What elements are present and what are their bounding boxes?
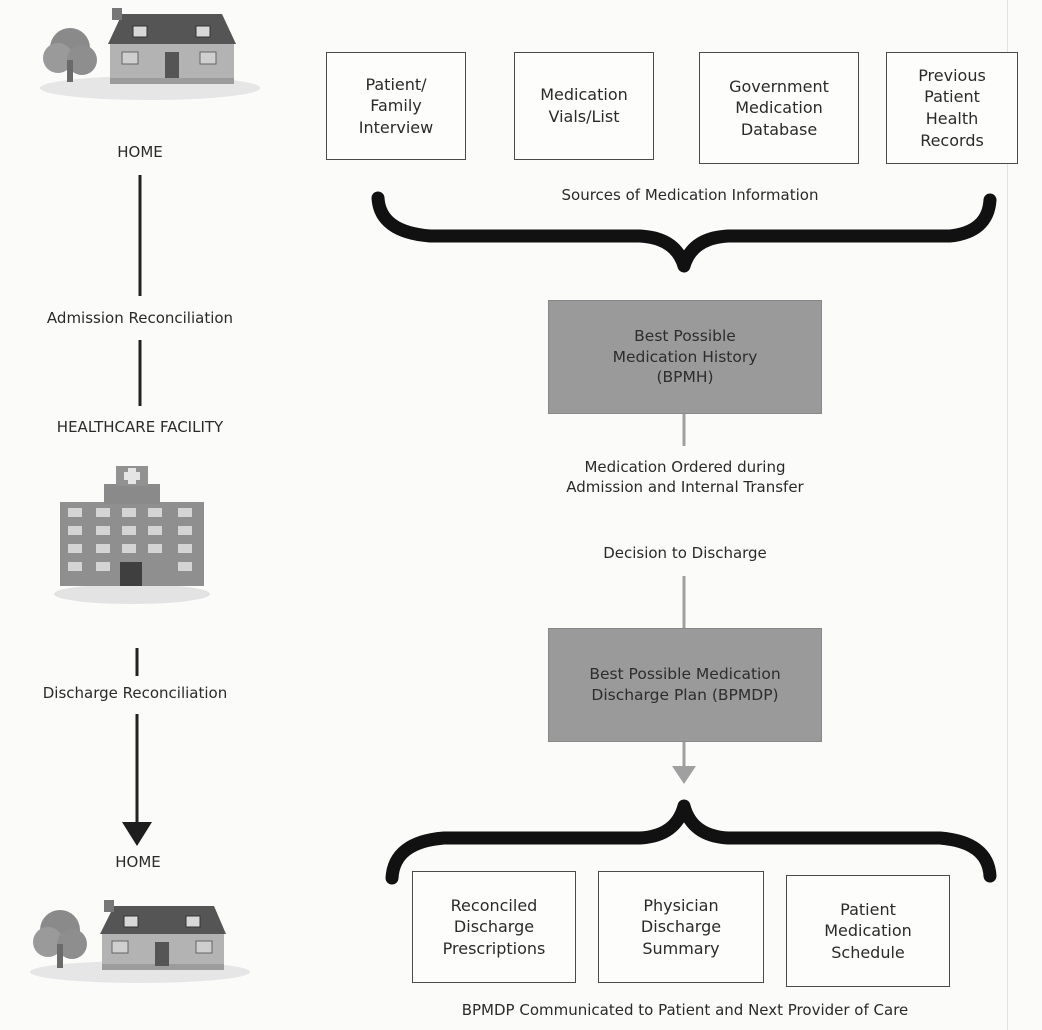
outputs-caption: BPMDP Communicated to Patient and Next P… [461,1001,909,1019]
discharge-reconciliation-label: Discharge Reconciliation [42,684,228,702]
sources-caption: Sources of Medication Information [561,186,819,204]
arrow-to-home [122,822,152,846]
source-box-health-records: Previous Patient Health Records [886,52,1018,164]
arrow-to-outputs [672,766,696,784]
output-box-prescriptions: Reconciled Discharge Prescriptions [412,871,576,983]
home-top-label: HOME [117,143,163,161]
output-box-medication-schedule: Patient Medication Schedule [786,875,950,987]
hospital-icon [54,466,210,604]
page-edge-line [1007,0,1008,1030]
medication-ordered-label: Medication Ordered during Admission and … [566,458,804,496]
output-box-physician-summary: Physician Discharge Summary [598,871,764,983]
home-top-icon [40,8,260,100]
bpmdp-box: Best Possible Medication Discharge Plan … [548,628,822,742]
bpmh-box: Best Possible Medication History (BPMH) [548,300,822,414]
outputs-brace [385,799,997,885]
home-bottom-label: HOME [115,853,161,871]
sources-brace [371,191,997,273]
healthcare-facility-label: HEALTHCARE FACILITY [56,418,224,436]
source-box-patient-interview: Patient/ Family Interview [326,52,466,160]
home-bottom-icon [30,900,250,983]
source-box-medication-vials: Medication Vials/List [514,52,654,160]
source-box-government-database: Government Medication Database [699,52,859,164]
admission-reconciliation-label: Admission Reconciliation [46,309,234,327]
decision-to-discharge-label: Decision to Discharge [603,544,767,562]
